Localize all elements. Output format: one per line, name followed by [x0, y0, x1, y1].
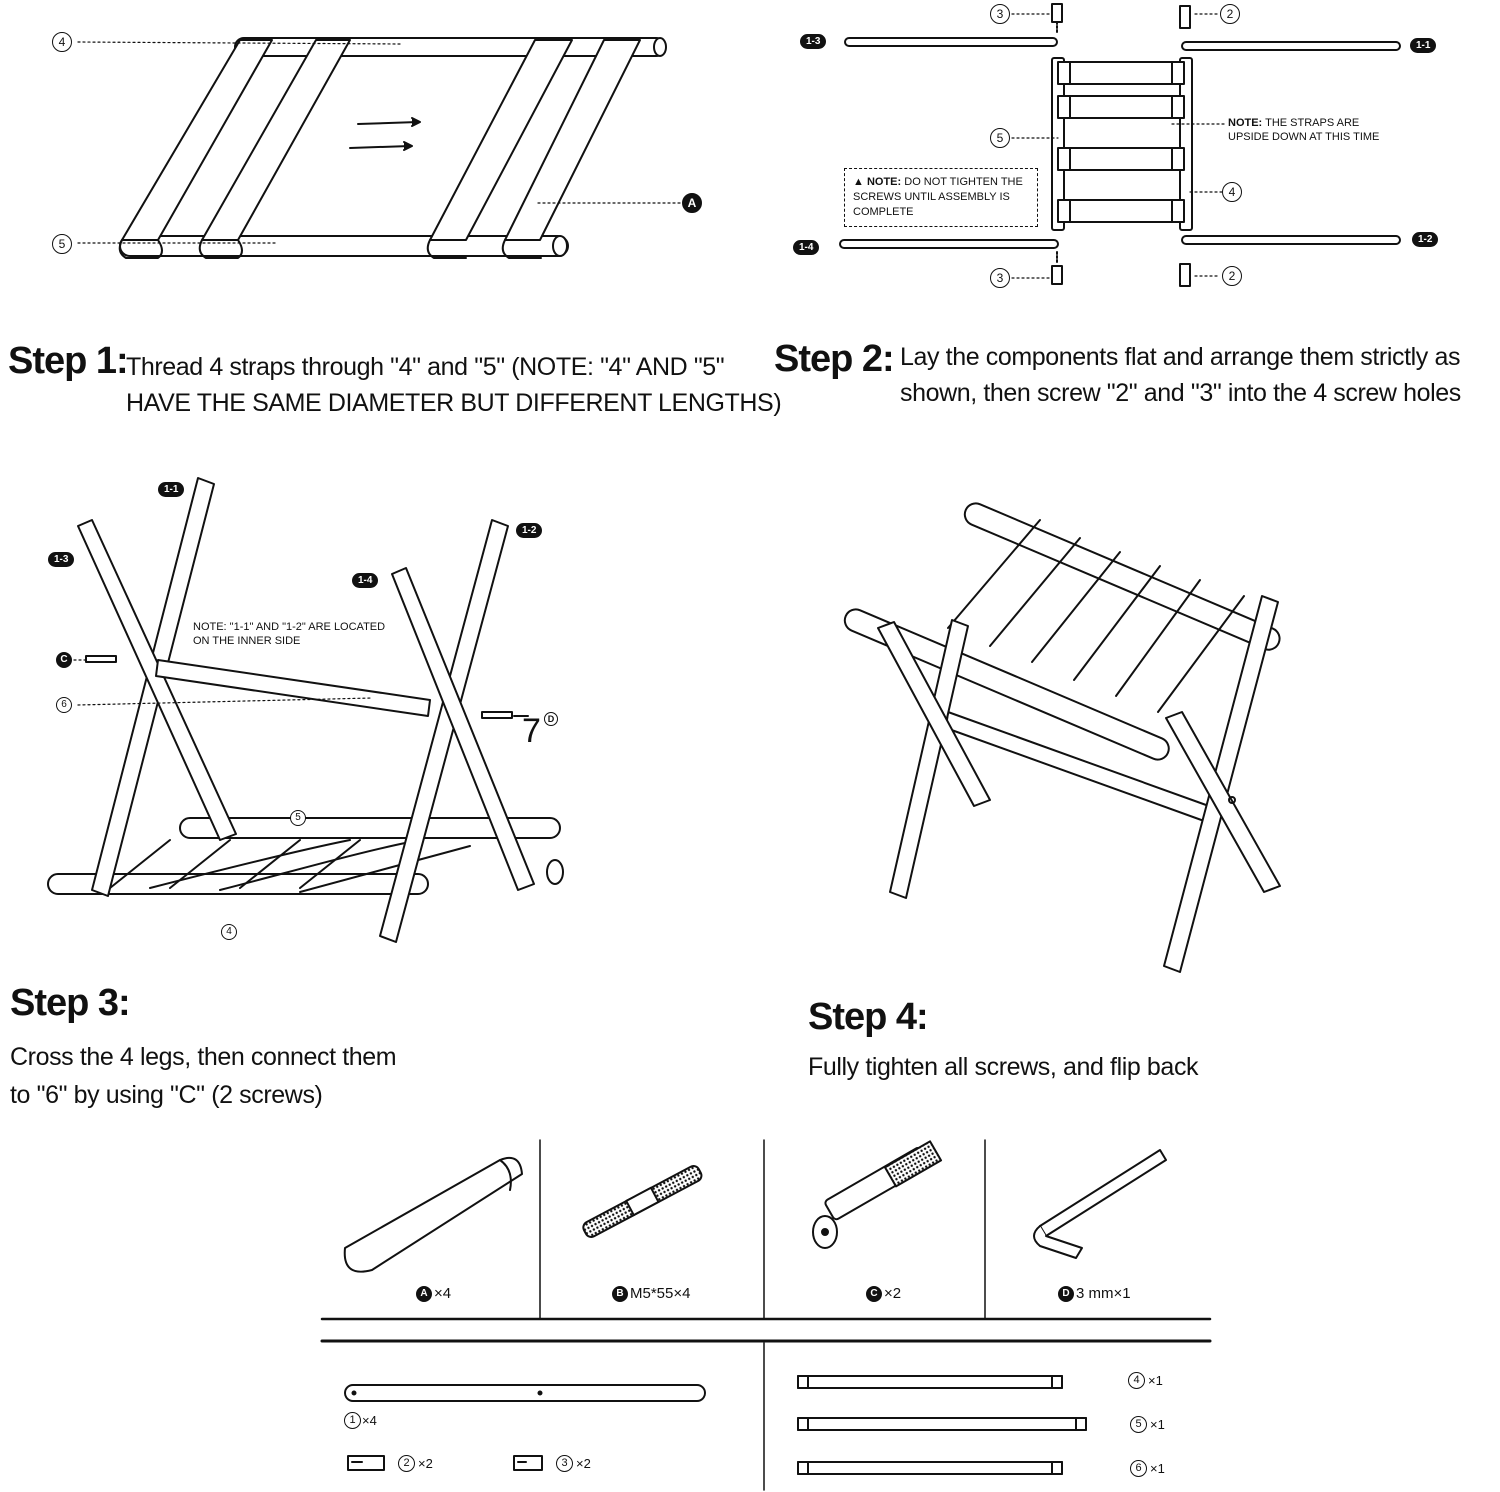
part-c-qty: ×2: [884, 1285, 902, 1302]
warning-line2: SCREWS UNTIL ASSEMBLY IS: [853, 191, 1010, 203]
note-straps-line2: UPSIDE DOWN AT THIS TIME: [1228, 131, 1380, 143]
callout-rod-4: 4: [1222, 182, 1242, 202]
rod-4-front: [47, 873, 429, 895]
strap-3: [429, 39, 573, 241]
parts-table: [320, 1139, 1212, 1491]
badge-leg-1-3: 1-3: [800, 34, 827, 49]
step2-title: Step 2:: [774, 338, 895, 380]
note-straps: NOTE: THE STRAPS ARE UPSIDE DOWN AT THIS…: [1228, 116, 1379, 144]
callout-screw-3-top: 3: [990, 4, 1010, 24]
callout-rod-4: 4: [52, 32, 72, 52]
warning-icon: ▲: [853, 176, 864, 188]
note-inner-side-line1: NOTE: "1-1" AND "1-2" ARE LOCATED: [193, 621, 386, 633]
warning-label: NOTE:: [866, 176, 902, 188]
leg-1-2: [379, 519, 509, 943]
callout-rod-4: 4: [221, 924, 237, 940]
leg-1-3: [77, 519, 237, 841]
rod-5-bottom: [119, 235, 569, 257]
step2-text-line1: Lay the components flat and arrange them…: [900, 343, 1461, 371]
callout-tool-d: D: [544, 712, 558, 726]
part-4-badge: 4: [1128, 1372, 1145, 1389]
step1-text-line2: HAVE THE SAME DIAMETER BUT DIFFERENT LEN…: [126, 389, 782, 417]
callout-rod-5: 5: [290, 810, 306, 826]
step3-drawing: [47, 477, 564, 943]
step4-text: Fully tighten all screws, and flip back: [808, 1053, 1199, 1081]
callout-screw-2-top: 2: [1220, 4, 1240, 24]
callout-rod-5: 5: [52, 234, 72, 254]
callout-rod-5: 5: [990, 128, 1010, 148]
part-5-badge: 5: [1130, 1416, 1147, 1433]
leg-1-1: [1181, 41, 1401, 51]
part-c-badge: C: [866, 1286, 882, 1302]
step4-title: Step 4:: [808, 996, 929, 1038]
warning-note: ▲ NOTE: DO NOT TIGHTEN THE SCREWS UNTIL …: [844, 168, 1038, 227]
part-3-badge: 3: [556, 1455, 573, 1472]
warning-line1: DO NOT TIGHTEN THE: [904, 176, 1023, 188]
step1-text-line1: Thread 4 straps through "4" and "5" (NOT…: [126, 353, 725, 381]
callout-seven: 7: [522, 712, 541, 750]
part-a-badge: A: [416, 1286, 432, 1302]
note-straps-line1: THE STRAPS ARE: [1265, 117, 1360, 129]
part-a-qty: ×4: [434, 1285, 452, 1302]
step3-text-line1: Cross the 4 legs, then connect them: [10, 1043, 397, 1071]
part-6-badge: 6: [1130, 1460, 1147, 1477]
note-inner-side-line2: ON THE INNER SIDE: [193, 635, 301, 647]
warning-line3: COMPLETE: [853, 206, 914, 218]
step4-drawing: [843, 502, 1281, 973]
leg-1-2: [1181, 235, 1401, 245]
strap-4: [504, 39, 641, 241]
badge-leg-1-1: 1-1: [1410, 38, 1437, 53]
part-1-qty: ×4: [362, 1413, 377, 1428]
part-4-qty: ×1: [1148, 1373, 1163, 1388]
step2-drawing: [839, 3, 1401, 287]
part-6-qty: ×1: [1150, 1461, 1165, 1476]
part-1-badge: 1: [344, 1412, 361, 1429]
leg-1-3: [844, 37, 1058, 47]
badge-leg-1-4: 1-4: [793, 240, 820, 255]
badge-leg-1-1: 1-1: [158, 482, 185, 497]
callout-screw-2-bottom: 2: [1222, 266, 1242, 286]
step3-title: Step 3:: [10, 982, 131, 1024]
note-straps-label: NOTE:: [1228, 117, 1263, 129]
callout-rod-6: 6: [56, 697, 72, 713]
part-2-qty: ×2: [418, 1456, 433, 1471]
callout-screw-3-bottom: 3: [990, 268, 1010, 288]
step2-text-line2: shown, then screw "2" and "3" into the 4…: [900, 379, 1461, 407]
leg-1-4: [839, 239, 1059, 249]
rod-5-back: [179, 817, 561, 839]
badge-leg-1-4: 1-4: [352, 573, 379, 588]
part-b-qty: M5*55×4: [630, 1285, 691, 1302]
badge-leg-1-3: 1-3: [48, 552, 75, 567]
badge-leg-1-2: 1-2: [1412, 232, 1439, 247]
step3-text-line2: to "6" by using "C" (2 screws): [10, 1081, 323, 1109]
callout-strap-a: A: [682, 193, 702, 213]
part-3-qty: ×2: [576, 1456, 591, 1471]
step1-drawing: [77, 37, 681, 259]
part-5-qty: ×1: [1150, 1417, 1165, 1432]
callout-screw-c: C: [56, 652, 72, 668]
part-d-qty: 3 mm×1: [1076, 1285, 1131, 1302]
leg-1-4: [391, 567, 535, 891]
note-inner-side: NOTE: "1-1" AND "1-2" ARE LOCATED ON THE…: [193, 620, 385, 648]
badge-leg-1-2: 1-2: [516, 523, 543, 538]
part-d-badge: D: [1058, 1286, 1074, 1302]
rod-6: [155, 659, 431, 717]
step1-title: Step 1:: [8, 340, 129, 382]
part-b-badge: B: [612, 1286, 628, 1302]
part-2-badge: 2: [398, 1455, 415, 1472]
